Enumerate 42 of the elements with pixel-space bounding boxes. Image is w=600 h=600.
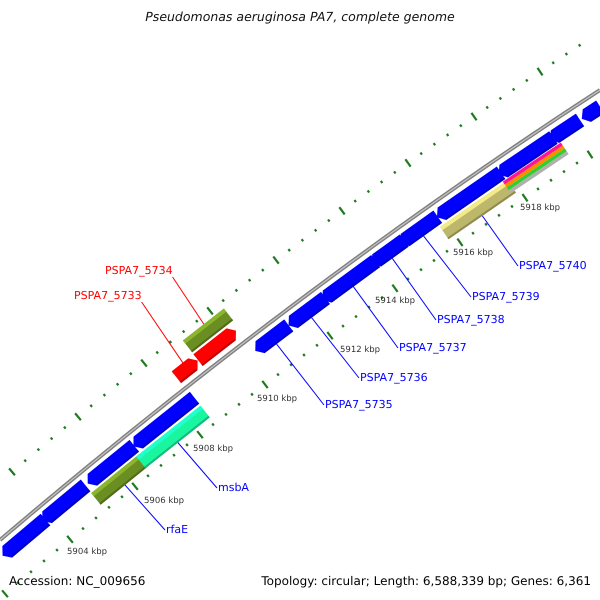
- gene-label: rfaE: [166, 523, 188, 536]
- gene-block: [42, 480, 90, 524]
- leader-line: [482, 215, 518, 266]
- gene-label: PSPA7_5733: [74, 289, 142, 302]
- leader-line: [141, 302, 184, 364]
- scale-label: 5918 kbp: [520, 203, 560, 214]
- leader-line: [276, 344, 324, 406]
- gene-block: [255, 319, 294, 354]
- gene-label: PSPA7_5737: [399, 341, 467, 354]
- scale-label: 5904 kbp: [67, 547, 108, 558]
- gene-label: msbA: [218, 481, 249, 494]
- striped-gene-block: [502, 142, 569, 194]
- topology-text: Topology: circular; Length: 6,588,339 bp; Genes: 6,361: [261, 574, 591, 588]
- gene-block: [172, 358, 198, 384]
- gene-block: [582, 100, 600, 122]
- leader-line: [311, 317, 360, 378]
- scale-label: 5912 kbp: [340, 345, 380, 356]
- leader-line: [423, 236, 472, 298]
- gene-block: [400, 210, 442, 246]
- title: Pseudomonas aeruginosa PA7, complete genome: [144, 9, 456, 24]
- leader-line: [172, 276, 204, 325]
- gene-block: [550, 114, 584, 143]
- gene-label: PSPA7_5736: [360, 371, 428, 384]
- gene-label: PSPA7_5740: [519, 259, 587, 272]
- gene-label: PSPA7_5739: [472, 290, 540, 303]
- gene-block: [288, 292, 330, 328]
- scale-label: 5916 kbp: [453, 248, 494, 259]
- gene-label: PSPA7_5735: [325, 398, 393, 411]
- leader-line: [352, 286, 398, 348]
- gene-block: [193, 328, 236, 366]
- leader-line: [124, 484, 166, 530]
- scale-label: 5910 kbp: [257, 394, 298, 405]
- gene-block: [2, 514, 50, 558]
- gene-bar: [440, 180, 516, 240]
- leader-line: [177, 442, 218, 488]
- scale-label: 5906 kbp: [144, 496, 184, 507]
- scale-label: 5908 kbp: [193, 444, 234, 455]
- gene-label: PSPA7_5738: [437, 313, 505, 326]
- leader-line: [392, 258, 436, 320]
- accession-text: Accession: NC_009656: [9, 574, 146, 588]
- scale-label: 5914 kbp: [375, 296, 416, 307]
- gene-label: PSPA7_5734: [105, 264, 173, 277]
